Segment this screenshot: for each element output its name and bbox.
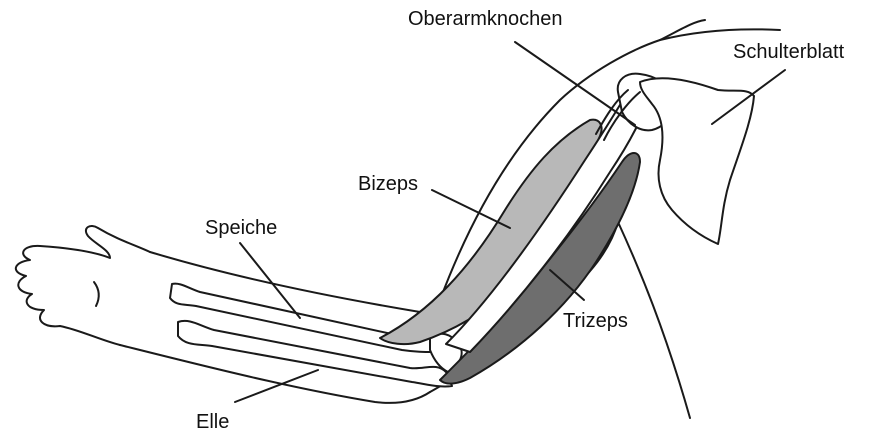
label-bizeps: Bizeps [358,174,418,194]
label-trizeps: Trizeps [563,311,628,331]
scapula-bone [640,78,754,244]
leader-elle [235,370,318,402]
label-schulterblatt: Schulterblatt [733,42,844,62]
leader-bizeps [432,190,510,228]
label-speiche: Speiche [205,218,277,238]
torso-outline [618,222,690,418]
label-oberarmknochen: Oberarmknochen [408,9,563,29]
hand-outline [16,226,150,345]
hand-crease [94,282,99,306]
label-elle: Elle [196,412,229,432]
leader-oberarmknochen [515,42,635,125]
